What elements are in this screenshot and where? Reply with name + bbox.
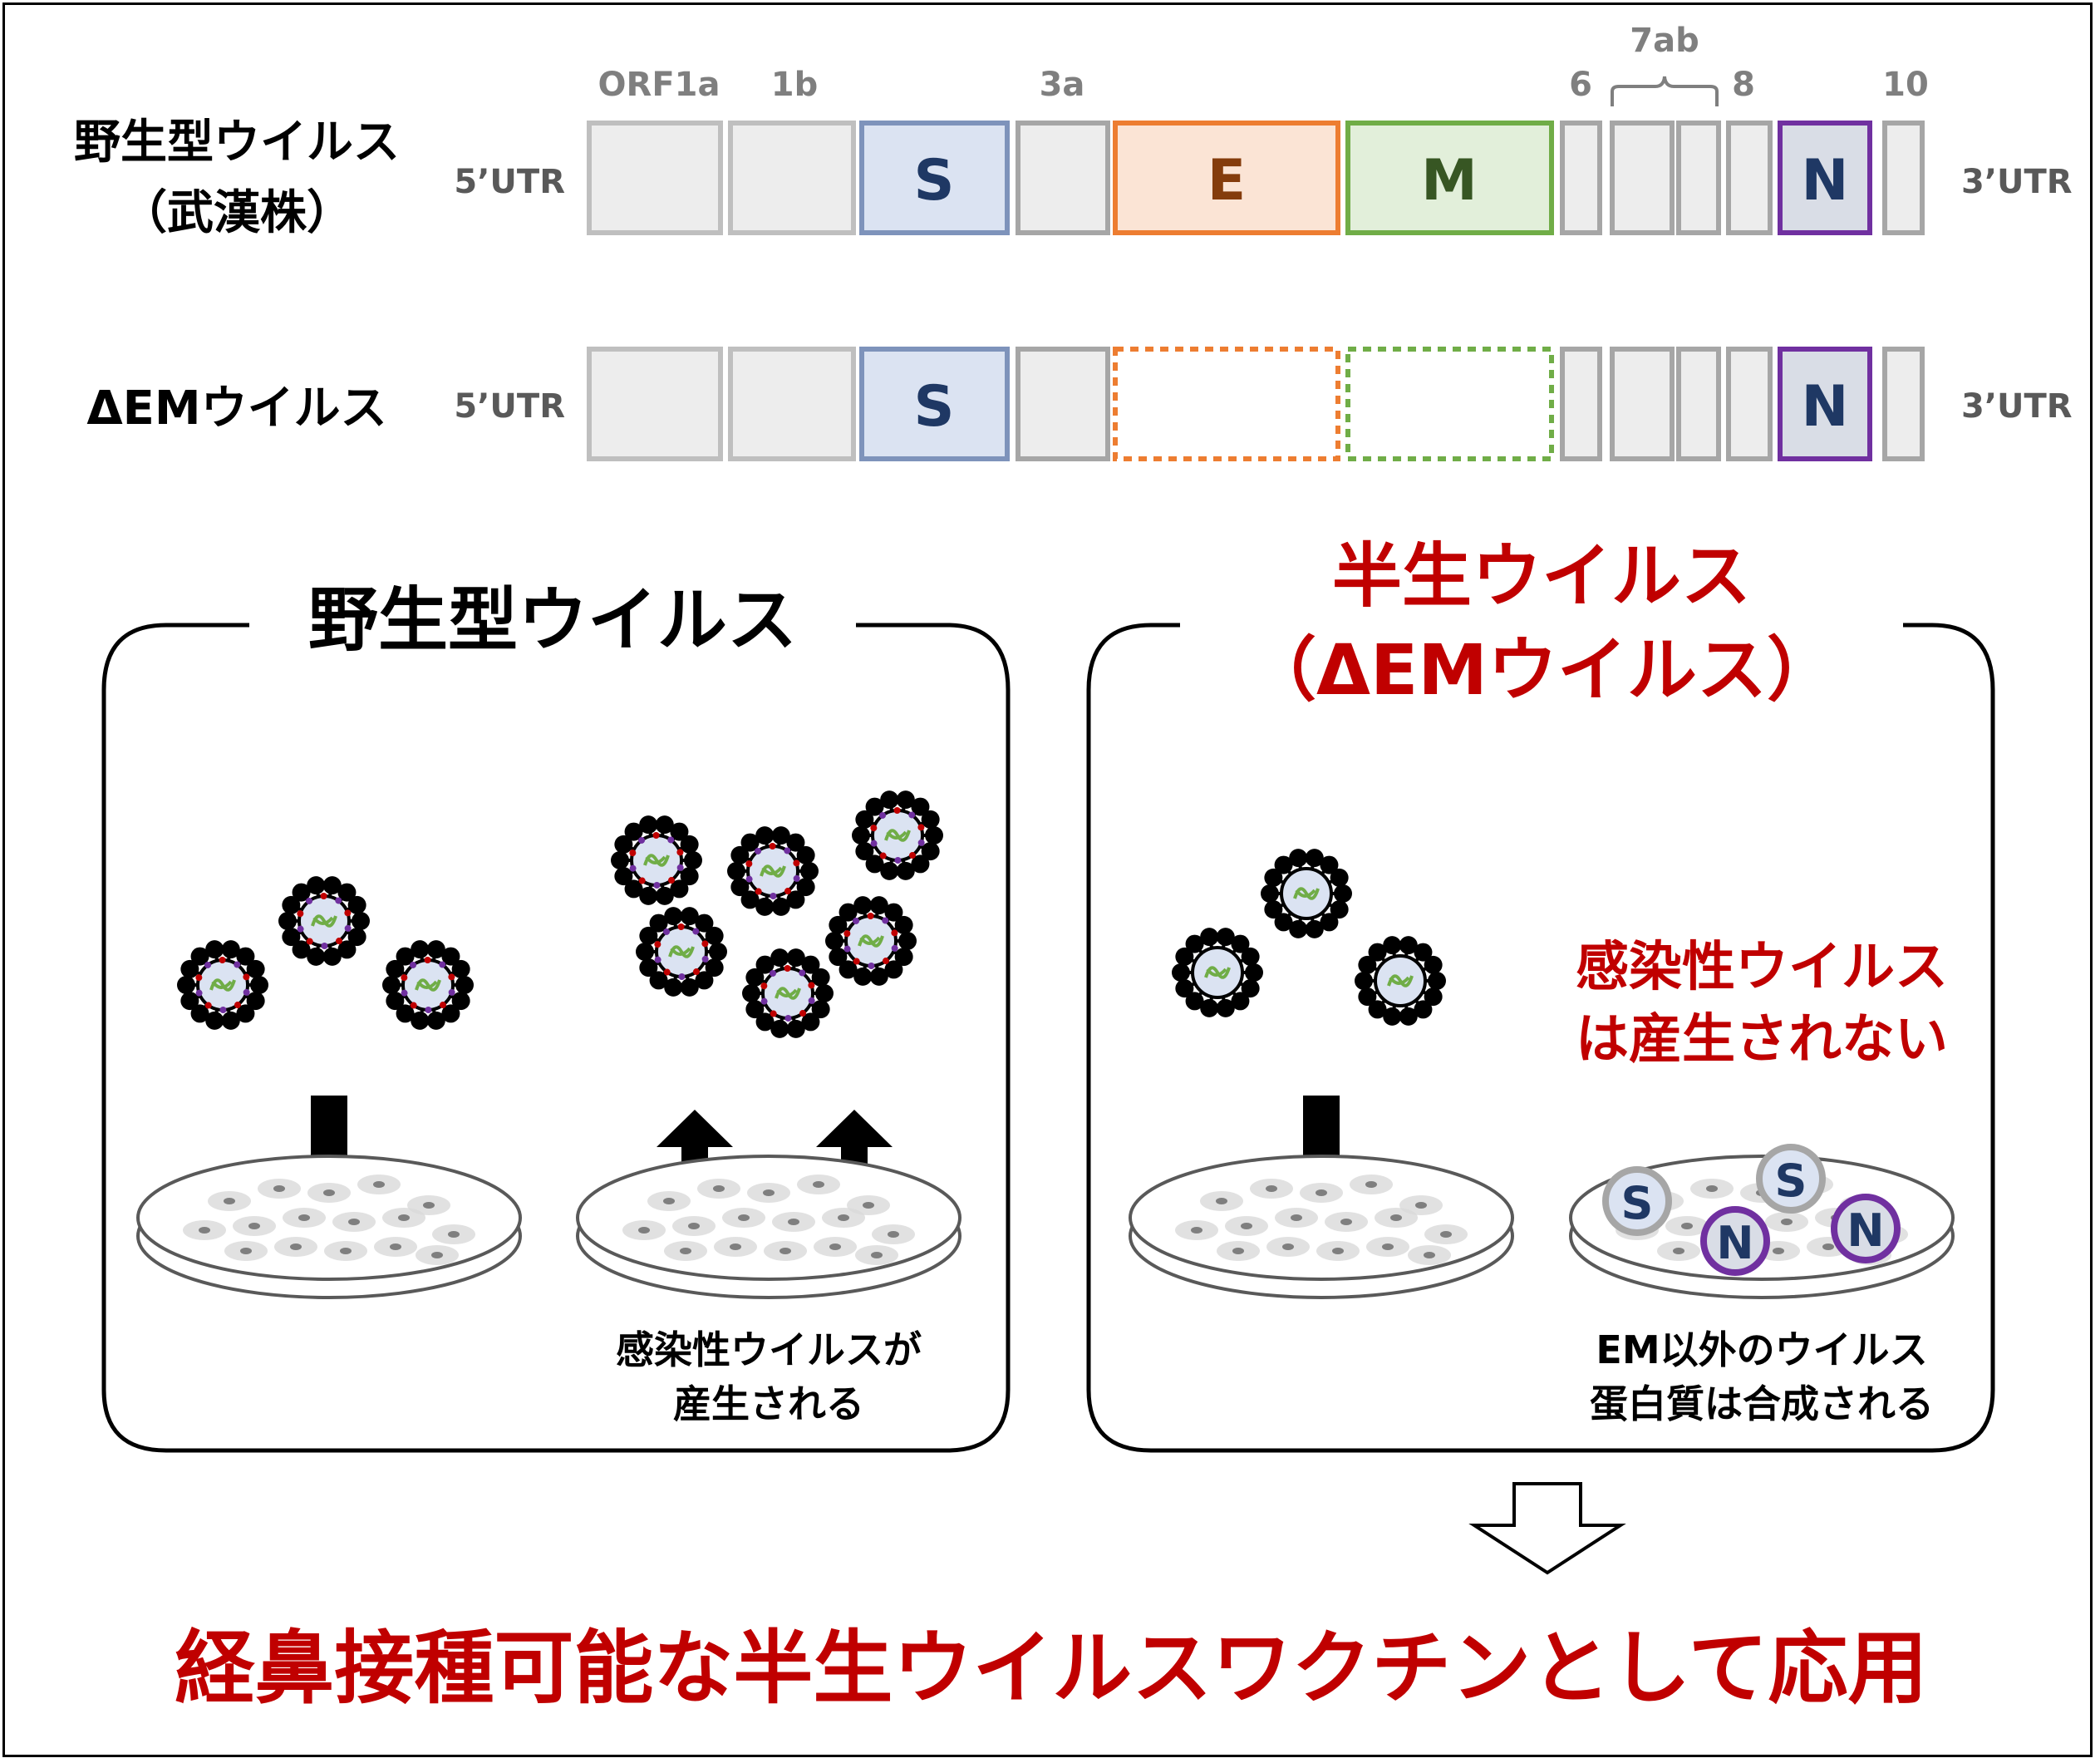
wild-panel-border bbox=[101, 623, 1011, 1453]
orf3a-box bbox=[1016, 347, 1110, 461]
virus-particle bbox=[611, 815, 702, 905]
orf8-box bbox=[1726, 347, 1773, 461]
s-gene-box bbox=[859, 121, 1010, 235]
dem-virus-particle bbox=[1261, 849, 1352, 938]
utr5-label-row1: 5’UTR bbox=[454, 163, 565, 201]
virus-particle bbox=[727, 826, 819, 916]
orf1b-box bbox=[728, 121, 856, 235]
n-gene-box bbox=[1778, 121, 1872, 235]
orf7ab-brace bbox=[1611, 76, 1719, 106]
n-gene-letter: N bbox=[1802, 374, 1849, 440]
svg-text:N: N bbox=[1847, 1204, 1884, 1257]
dem-input-viruses bbox=[1172, 849, 1446, 1026]
orf7a-box bbox=[1610, 347, 1675, 461]
wild-input-viruses bbox=[177, 876, 474, 1030]
up-arrow-2 bbox=[816, 1110, 893, 1205]
semi-caption-line2: 蛋白質は合成される bbox=[1590, 1381, 1934, 1426]
utr5-label-row2: 5’UTR bbox=[454, 387, 565, 426]
n-protein: N bbox=[1700, 1206, 1770, 1276]
orf1b-box bbox=[728, 347, 856, 461]
virus-particle bbox=[852, 790, 943, 880]
e-gene-box bbox=[1113, 121, 1340, 235]
conclusion-text: 経鼻接種可能な半生ウイルスワクチンとして応用 bbox=[175, 1622, 1927, 1715]
s-protein: S bbox=[1756, 1144, 1826, 1214]
semi-panel: 半生ウイルス （ΔEMウイルス） 感染性ウイルス は産生されない S N S N… bbox=[1086, 535, 1995, 1453]
s-gene-letter: S bbox=[914, 374, 955, 440]
dem-row-label: ΔEMウイルス bbox=[86, 382, 386, 436]
wild-row-label-line2: （武漢株） bbox=[120, 186, 353, 240]
orf6-label: 6 bbox=[1569, 66, 1592, 104]
semi-caption-line1: EM以外のウイルス bbox=[1596, 1327, 1927, 1372]
orf1b-label: 1b bbox=[771, 66, 818, 104]
s-protein: S bbox=[1602, 1166, 1672, 1236]
virus-particle bbox=[278, 876, 370, 966]
s-gene-letter: S bbox=[914, 148, 955, 214]
wild-row-label-line1: 野生型ウイルス bbox=[74, 116, 400, 170]
up-arrow-1 bbox=[657, 1110, 733, 1205]
e-gene-letter: E bbox=[1207, 148, 1246, 214]
orf8-box bbox=[1726, 121, 1773, 235]
n-protein: N bbox=[1831, 1194, 1901, 1263]
wild-genome-row: S E M N bbox=[587, 121, 1925, 235]
hollow-down-arrow bbox=[1468, 1482, 1626, 1575]
wild-caption-line1: 感染性ウイルスが bbox=[616, 1327, 922, 1372]
virus-particle bbox=[742, 948, 834, 1038]
orf7ab-label: 7ab bbox=[1630, 22, 1699, 60]
orf8-label: 8 bbox=[1732, 66, 1755, 104]
orf7b-box bbox=[1676, 121, 1721, 235]
genome-diagram: 野生型ウイルス （武漢株） ΔEMウイルス 5’UTR 3’UTR 5’UTR … bbox=[74, 22, 2073, 461]
virus-particle bbox=[177, 940, 268, 1030]
deleted-e-box bbox=[1113, 347, 1340, 461]
orf1a-box bbox=[587, 347, 723, 461]
svg-text:N: N bbox=[1716, 1217, 1753, 1269]
wild-panel: 野生型ウイルス 感染性ウイルスが 産生される bbox=[101, 579, 1011, 1453]
petri-dish-input bbox=[1129, 1155, 1514, 1299]
s-gene-box bbox=[859, 347, 1010, 461]
virus-particle bbox=[382, 940, 474, 1030]
virus-particle bbox=[825, 896, 917, 986]
semi-note-line2: は産生されない bbox=[1576, 1009, 1948, 1071]
orf6-box bbox=[1560, 347, 1602, 461]
wild-panel-title: 野生型ウイルス bbox=[308, 579, 797, 661]
semi-note-line1: 感染性ウイルス bbox=[1576, 937, 1948, 998]
orf7a-box bbox=[1610, 121, 1675, 235]
utr3-label-row1: 3’UTR bbox=[1961, 163, 2073, 201]
orf10-box bbox=[1882, 347, 1925, 461]
m-gene-box bbox=[1345, 121, 1554, 235]
orf10-box bbox=[1882, 121, 1925, 235]
orf3a-label: 3a bbox=[1040, 66, 1085, 104]
virus-particle bbox=[636, 907, 727, 997]
orf10-label: 10 bbox=[1882, 66, 1929, 104]
semi-panel-border bbox=[1086, 623, 1995, 1453]
wild-caption-line2: 産生される bbox=[673, 1381, 864, 1426]
dem-genome-row: S N bbox=[587, 347, 1925, 461]
n-gene-letter: N bbox=[1802, 148, 1849, 214]
svg-text:S: S bbox=[1775, 1155, 1807, 1207]
wild-output-viruses bbox=[611, 790, 943, 1038]
n-gene-box bbox=[1778, 347, 1872, 461]
orf1a-box bbox=[587, 121, 723, 235]
semi-title-line2: （ΔEMウイルス） bbox=[1247, 629, 1837, 711]
petri-dish-output bbox=[576, 1155, 961, 1299]
dem-virus-particle bbox=[1355, 936, 1446, 1026]
m-gene-letter: M bbox=[1421, 148, 1478, 214]
utr3-label-row2: 3’UTR bbox=[1961, 387, 2073, 426]
svg-text:S: S bbox=[1621, 1177, 1654, 1229]
orf1a-label: ORF1a bbox=[598, 66, 720, 104]
orf3a-box bbox=[1016, 121, 1110, 235]
orf7b-box bbox=[1676, 347, 1721, 461]
orf6-box bbox=[1560, 121, 1602, 235]
deleted-m-box bbox=[1345, 347, 1554, 461]
dem-virus-particle bbox=[1172, 928, 1263, 1017]
petri-dish-input bbox=[136, 1155, 522, 1299]
semi-title-line1: 半生ウイルス bbox=[1332, 535, 1751, 617]
